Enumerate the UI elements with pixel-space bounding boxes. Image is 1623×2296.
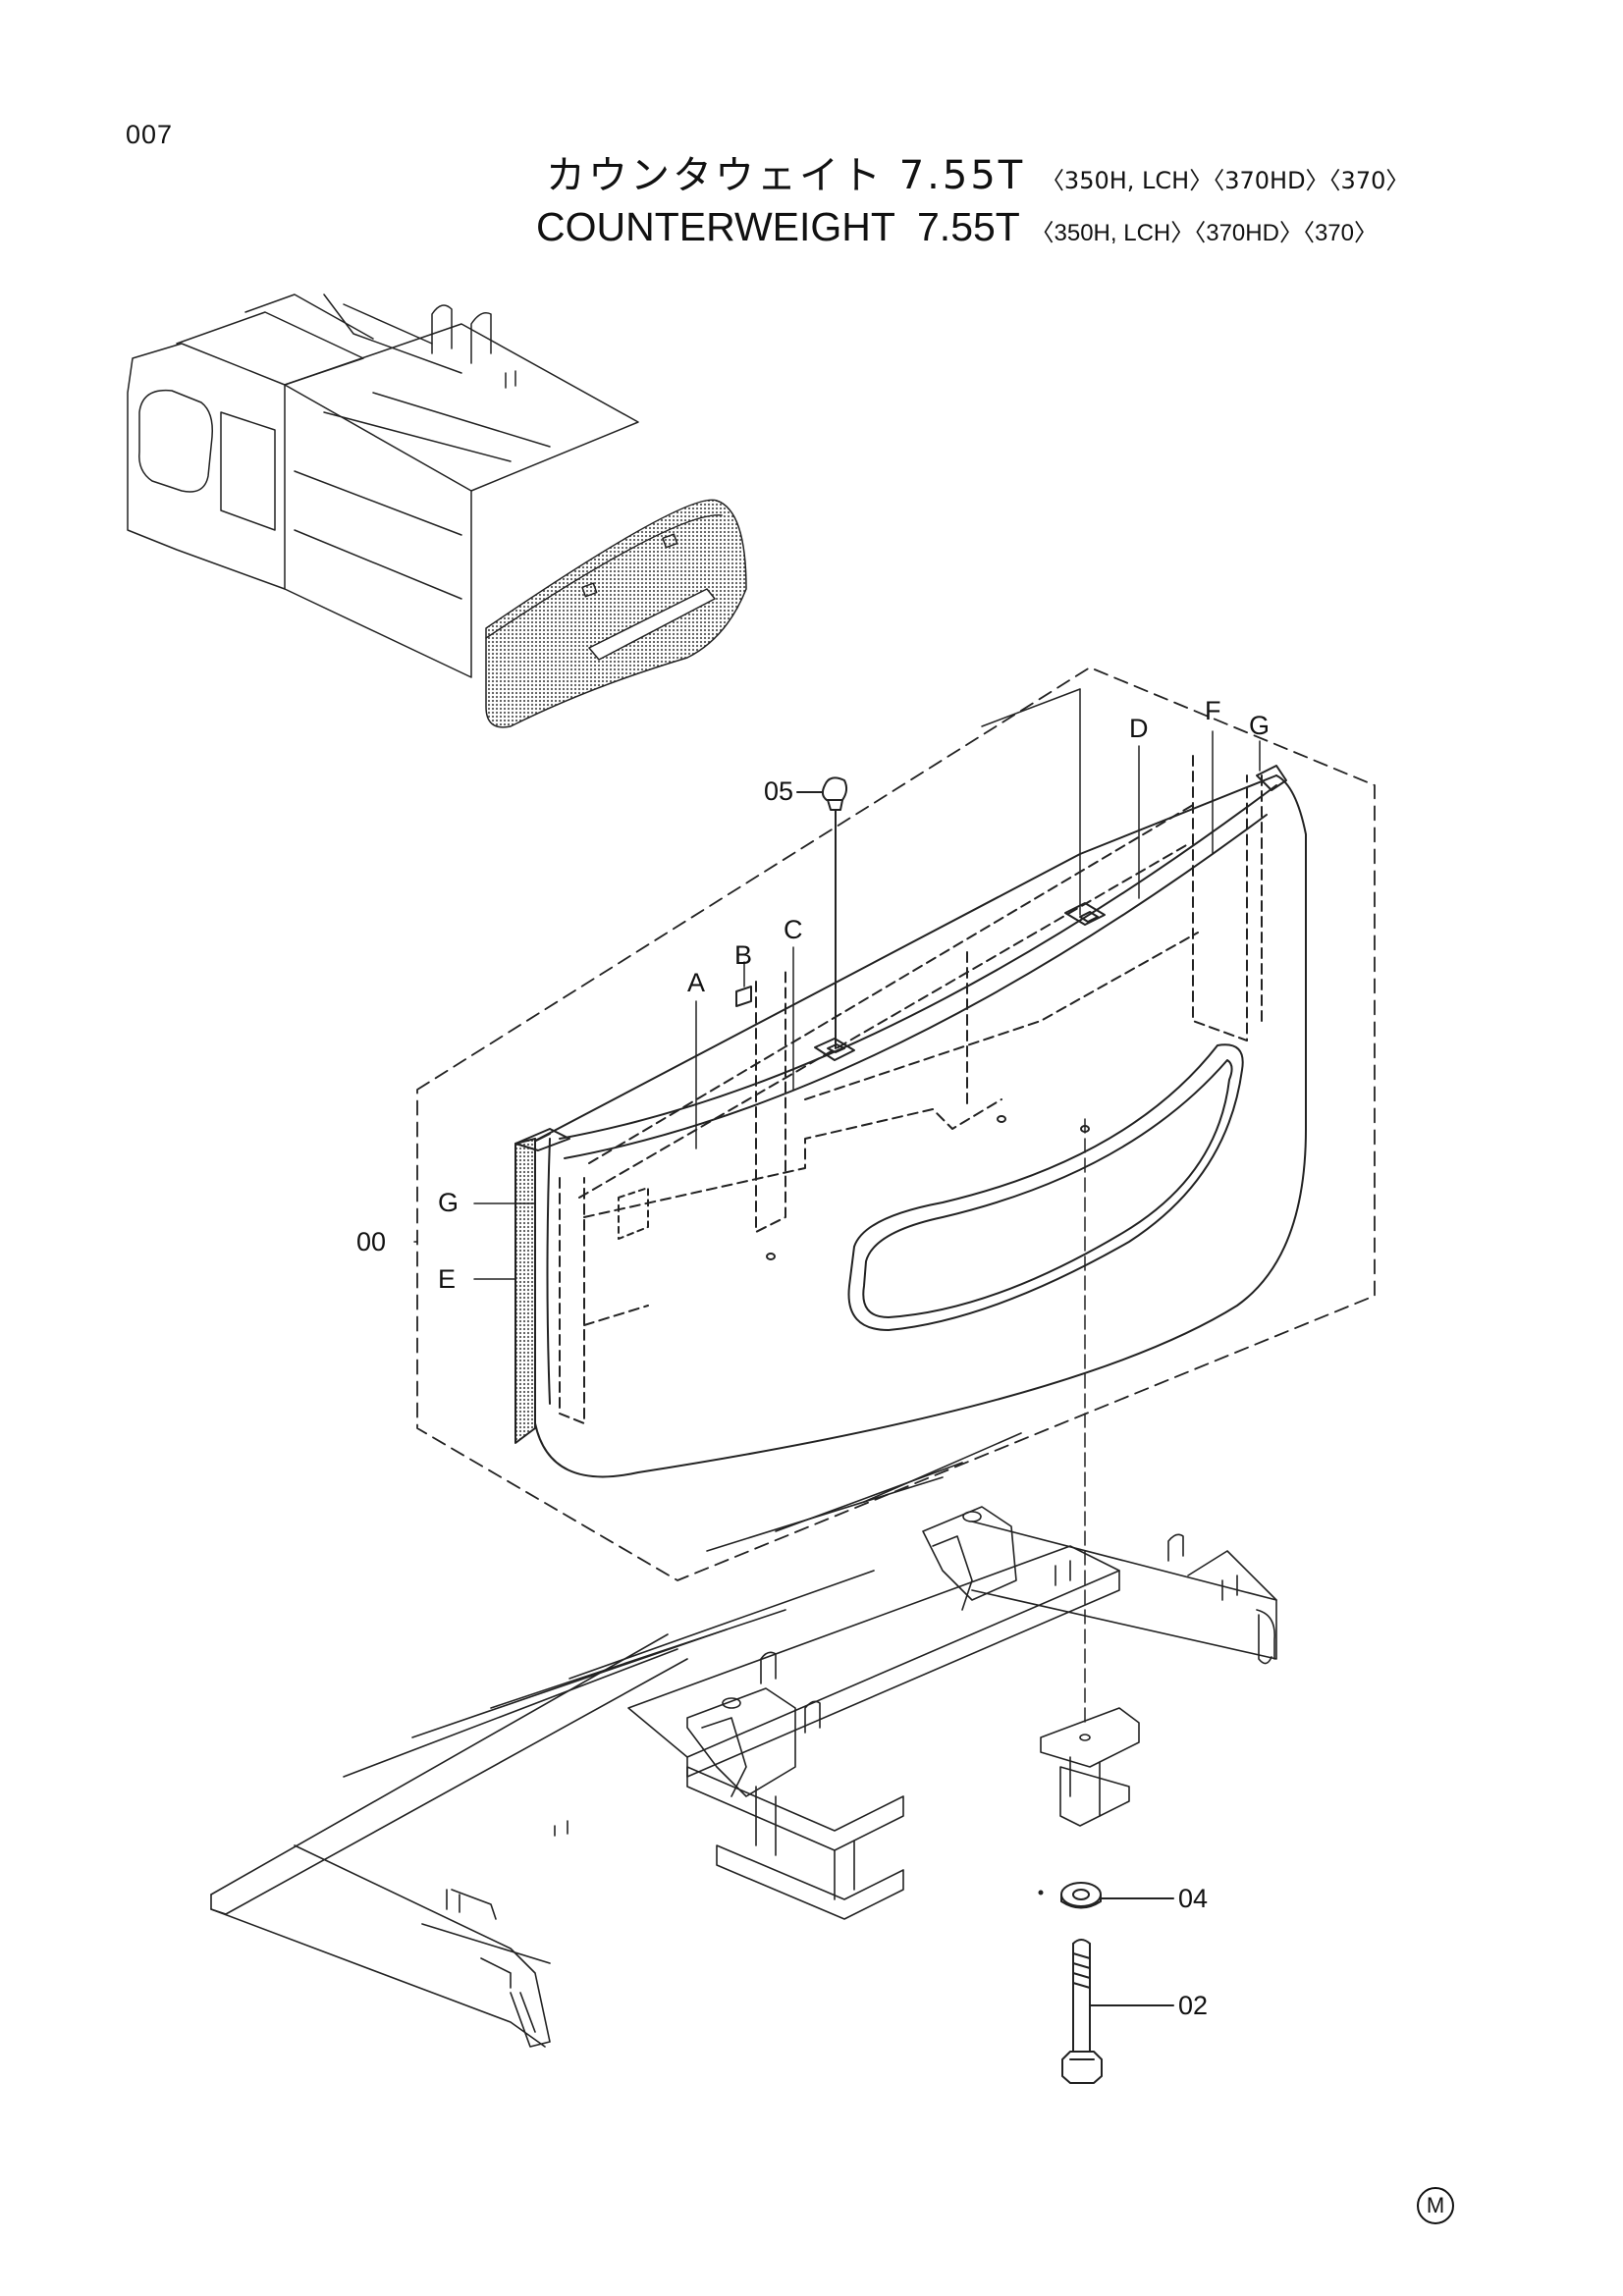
title-english-models: 〈350H, LCH〉〈370HD〉〈370〉 [1030,220,1378,246]
label-f: F [1205,696,1221,725]
frame-structure [210,1432,1277,2048]
part-label-05: 05 [764,776,794,806]
title-japanese: カウンタウェイト 7.55T 〈350H, LCH〉〈370HD〉〈370〉 [546,143,1409,200]
manufacturer-mark: M [1417,2187,1454,2224]
washer-04 [1060,1882,1174,1909]
part-label-02: 02 [1178,1991,1209,2020]
label-a: A [687,968,706,997]
assembly-envelope [416,667,1376,1581]
label-d: D [1129,714,1149,743]
title-english: COUNTERWEIGHT 7.55T 〈350H, LCH〉〈370HD〉〈3… [536,204,1378,250]
title-english-text: COUNTERWEIGHT 7.55T [536,204,1020,249]
label-e: E [438,1264,457,1294]
label-g-left: G [438,1188,460,1217]
bolt-02 [1061,1939,1174,2084]
excavator-overview [127,294,747,728]
label-g-top: G [1249,711,1271,740]
title-japanese-text: カウンタウェイト 7.55T [546,153,1026,198]
counterweight-body [514,755,1307,1478]
part-label-04: 04 [1178,1884,1209,1913]
bolt-05 [796,776,848,1049]
part-label-00: 00 [356,1227,387,1256]
title-japanese-models: 〈350H, LCH〉〈370HD〉〈370〉 [1040,167,1410,194]
label-b: B [734,940,753,970]
page-number: 007 [126,120,174,149]
letter-leaders [413,688,1261,1280]
label-c: C [784,915,803,944]
